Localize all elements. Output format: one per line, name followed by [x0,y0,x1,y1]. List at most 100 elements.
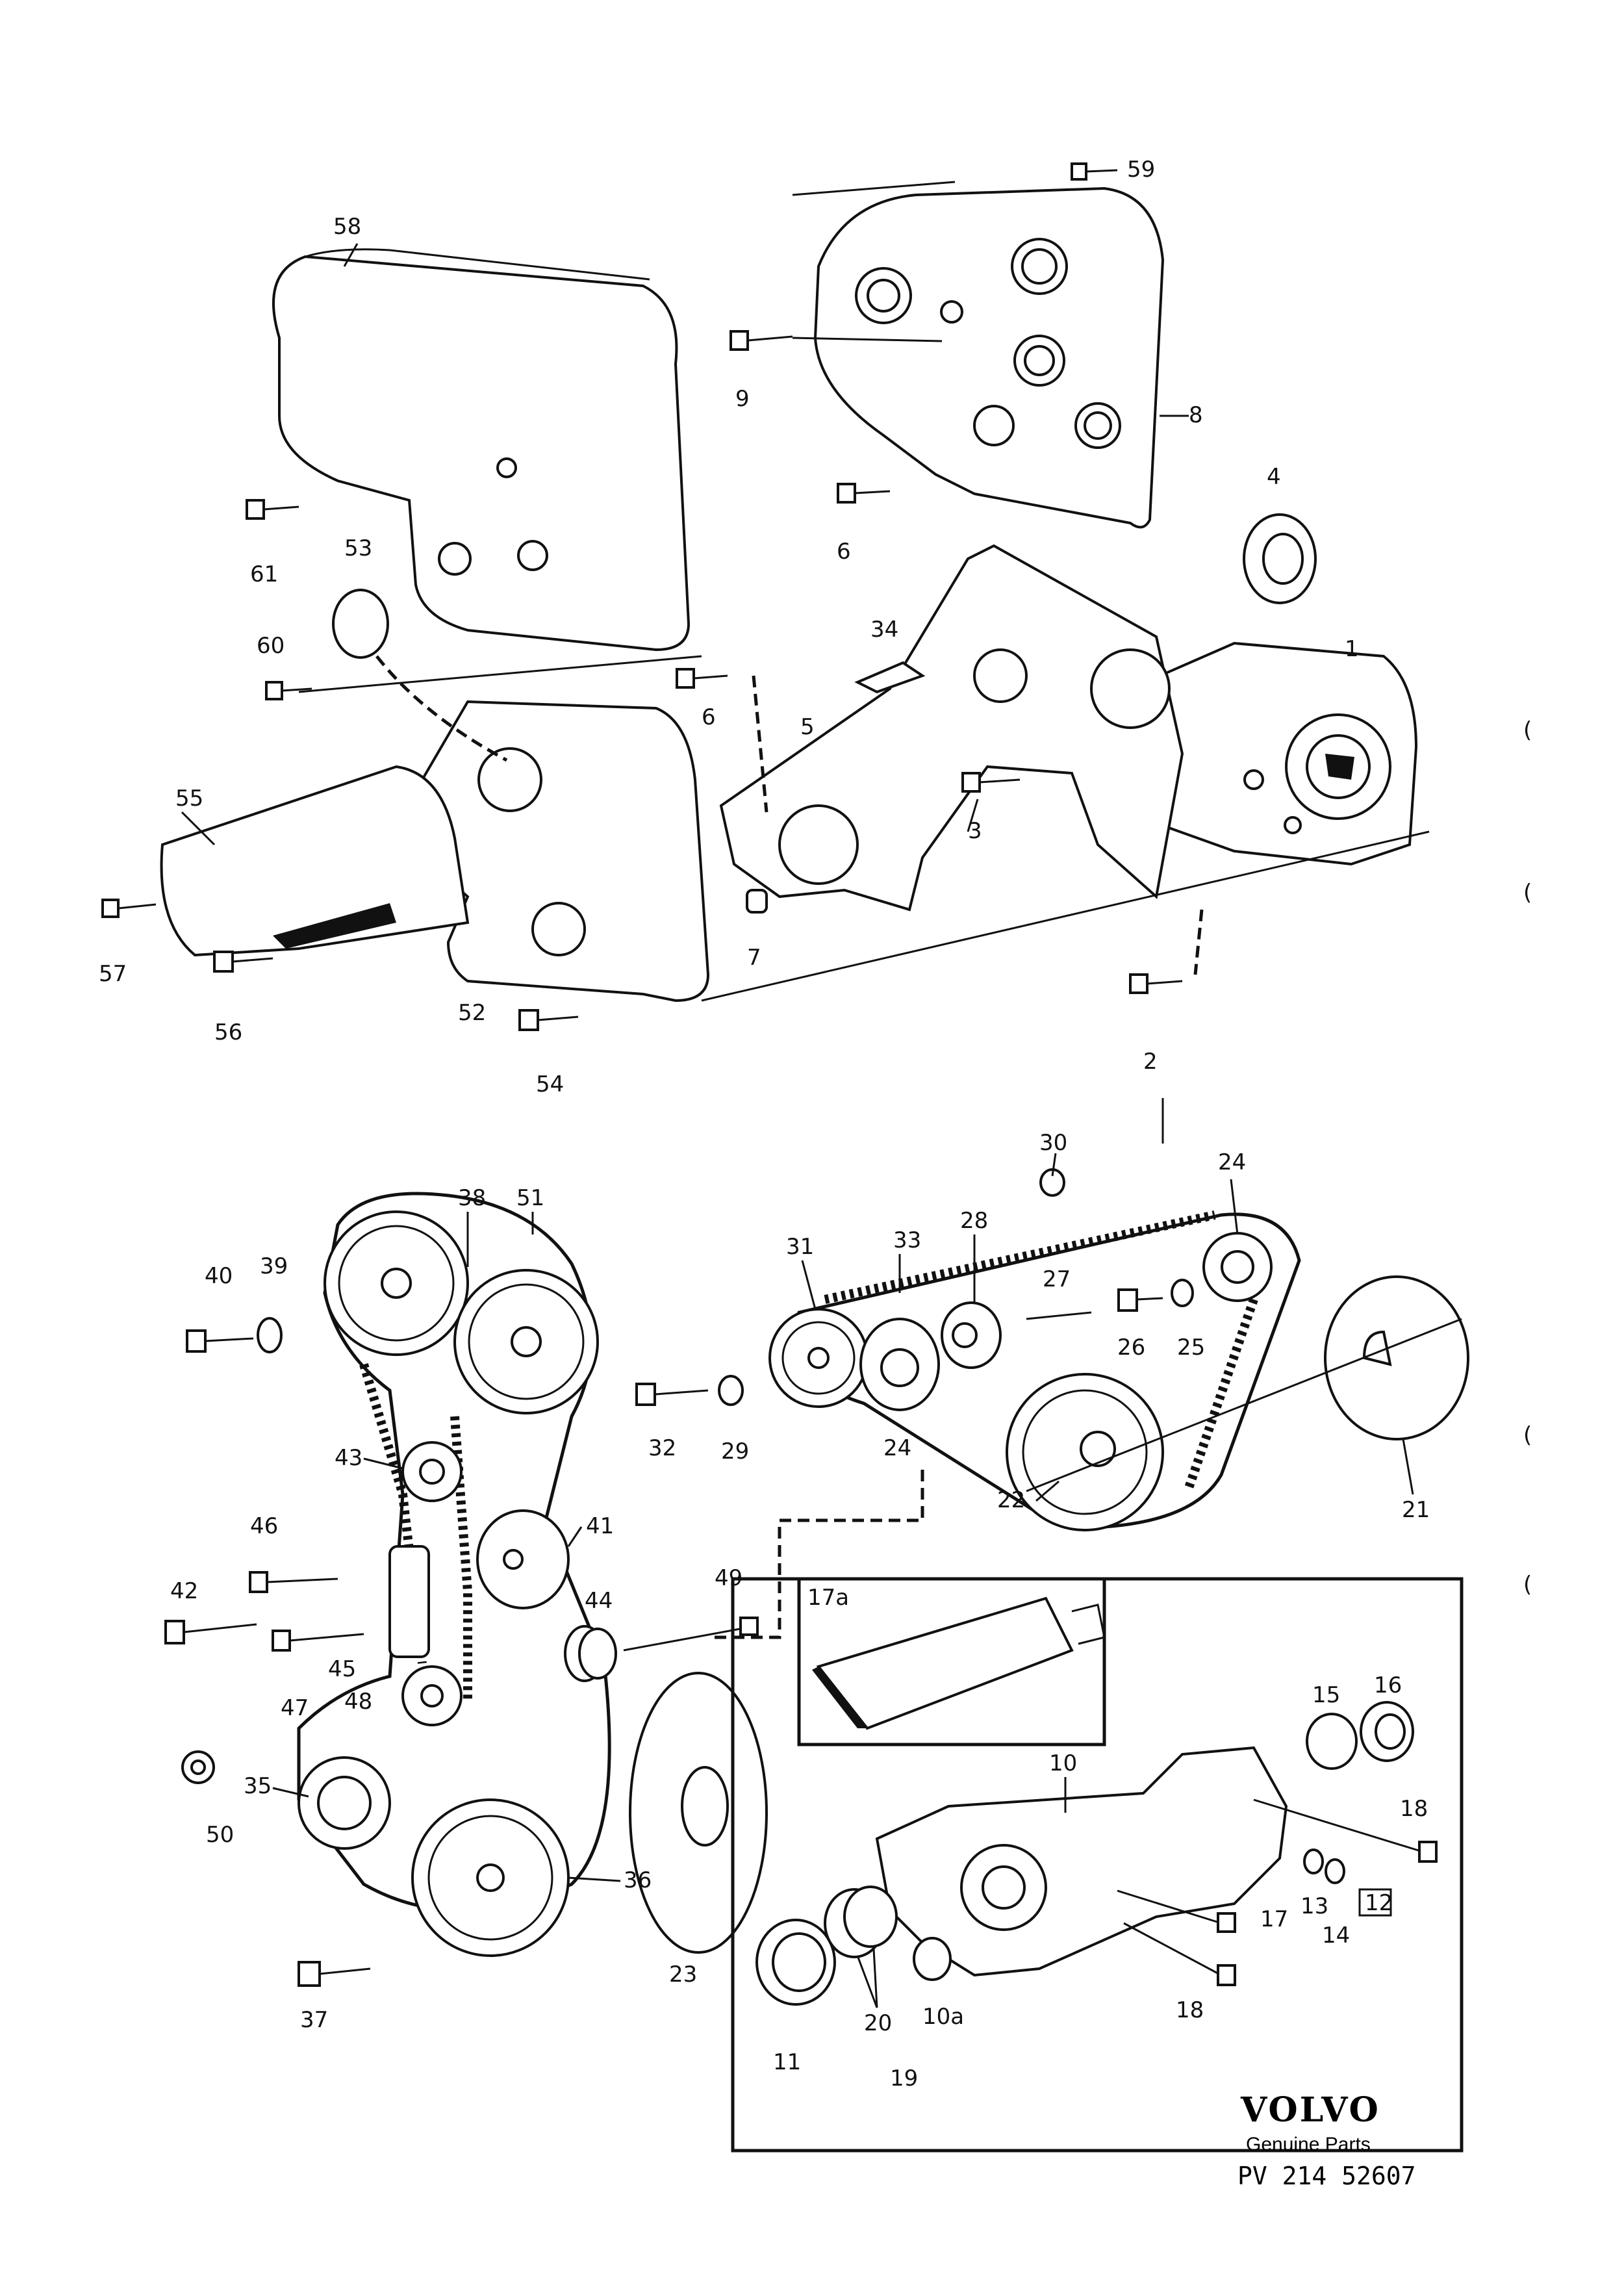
callout-21: 21 [1402,1497,1430,1523]
plug-53 [332,589,389,659]
callout-56: 56 [214,1019,242,1045]
shims-20 [824,1886,898,1958]
roller-28 [941,1301,1002,1369]
callout-18b: 18 [1176,1997,1204,2023]
seal-16 [1360,1701,1414,1762]
callout-14: 14 [1322,1923,1350,1949]
callout-6b: 6 [702,704,716,730]
callout-52: 52 [458,1000,486,1026]
margin-mark-3: ( [1523,1422,1532,1448]
callout-45: 45 [328,1656,356,1682]
axis-line-22 [1026,1318,1462,1492]
pulley-22 [1006,1373,1164,1531]
bolt-6b [676,668,728,689]
callout-40: 40 [205,1263,233,1289]
bolts-upper [101,162,1183,1031]
nut-29 [718,1375,744,1406]
rear-timing-plate-8 [813,186,1165,529]
genuine-parts-text: Genuine Parts [1246,2134,1371,2155]
callout-47: 47 [281,1695,309,1721]
bolt-18b [1123,1922,1236,1986]
bolt-40 [186,1329,254,1353]
washer-15 [1306,1713,1358,1770]
crankshaft-cover-55 [160,765,470,957]
leader-lines-lower [181,243,1414,2008]
washer-23 [629,1672,768,1954]
callout-29: 29 [721,1439,749,1464]
callout-58: 58 [333,214,361,240]
bolt-56 [213,951,273,973]
pulley-24b [1202,1232,1273,1302]
bolt-46 [249,1571,338,1593]
callout-30: 30 [1039,1130,1067,1156]
washer-14 [1325,1858,1345,1884]
callout-34: 34 [870,617,898,643]
callout-50: 50 [206,1822,234,1848]
bolt-49 [623,1617,759,1652]
callout-12: 12 [1365,1890,1393,1916]
bolts-upper-right [635,1168,1194,1406]
callout-11: 11 [773,2049,801,2075]
callout-1: 1 [1345,636,1359,662]
idler-pulley-48 [401,1665,463,1726]
volvo-logo-text: VOLVO [1240,2090,1380,2130]
inset-oil-pump [731,1577,1464,2153]
stud-27 [1026,1311,1092,1320]
callout-5: 5 [800,714,815,740]
crankshaft-pulley-35-36 [298,1756,570,1957]
callout-54: 54 [536,1071,564,1097]
bolt-2 [1129,973,1183,994]
callout-25: 25 [1177,1335,1205,1361]
bolt-9 [730,330,793,351]
tensioner-pulley-41 [476,1509,570,1609]
bolt-59 [1071,162,1118,181]
callout-38: 38 [458,1185,486,1211]
intermediate-shaft-10 [875,1746,1288,1981]
callout-17a: 17a [807,1585,849,1611]
callout-17: 17 [1260,1906,1288,1932]
bolt-57 [101,899,157,918]
callout-15: 15 [1312,1682,1340,1708]
callout-31: 31 [786,1234,814,1260]
callout-39: 39 [260,1253,288,1279]
callout-24b: 24 [883,1435,911,1461]
bolt-17 [1117,1889,1236,1933]
tensioner-bracket-45 [388,1545,430,1658]
nut-50 [181,1750,215,1784]
callout-48: 48 [344,1689,372,1715]
camshaft-pulleys-38 [324,1210,599,1414]
callout-10a: 10a [922,2004,964,2030]
callout-22: 22 [997,1487,1025,1513]
callout-6a: 6 [837,539,851,565]
callout-41: 41 [586,1513,614,1539]
timing-belt-51 [297,1192,611,1912]
bolt-3 [961,772,1021,793]
bolt-42 [164,1620,257,1644]
clip-34 [854,661,926,694]
callout-53: 53 [344,535,372,561]
callout-labels: 59 58 9 8 61 6 4 53 60 34 1 6 5 3 55 57 … [99,157,1430,2091]
callout-20: 20 [864,2010,892,2036]
washer-39 [257,1317,283,1353]
bolt-60 [265,681,312,700]
callout-23: 23 [669,1962,697,1988]
callout-35: 35 [244,1773,272,1799]
callout-28: 28 [960,1208,988,1234]
bolt-54 [518,1009,579,1031]
callout-51: 51 [516,1185,544,1211]
oil-seal-4 [1243,513,1317,604]
margin-marks: ( ( ( ( [1523,717,1532,1598]
margin-mark-1: ( [1523,717,1532,743]
bolt-47 [272,1630,364,1652]
sealant-tube-17a [812,1596,1106,1730]
callout-59: 59 [1127,157,1155,183]
inner-timing-cover-5 [719,544,1184,912]
idler-pulley-43 [401,1441,463,1502]
callout-57: 57 [99,961,127,987]
callout-26: 26 [1117,1335,1145,1361]
callout-49: 49 [715,1565,742,1591]
washer-13 [1303,1848,1324,1874]
callout-16: 16 [1374,1672,1402,1698]
bolt-18a [1253,1798,1438,1863]
